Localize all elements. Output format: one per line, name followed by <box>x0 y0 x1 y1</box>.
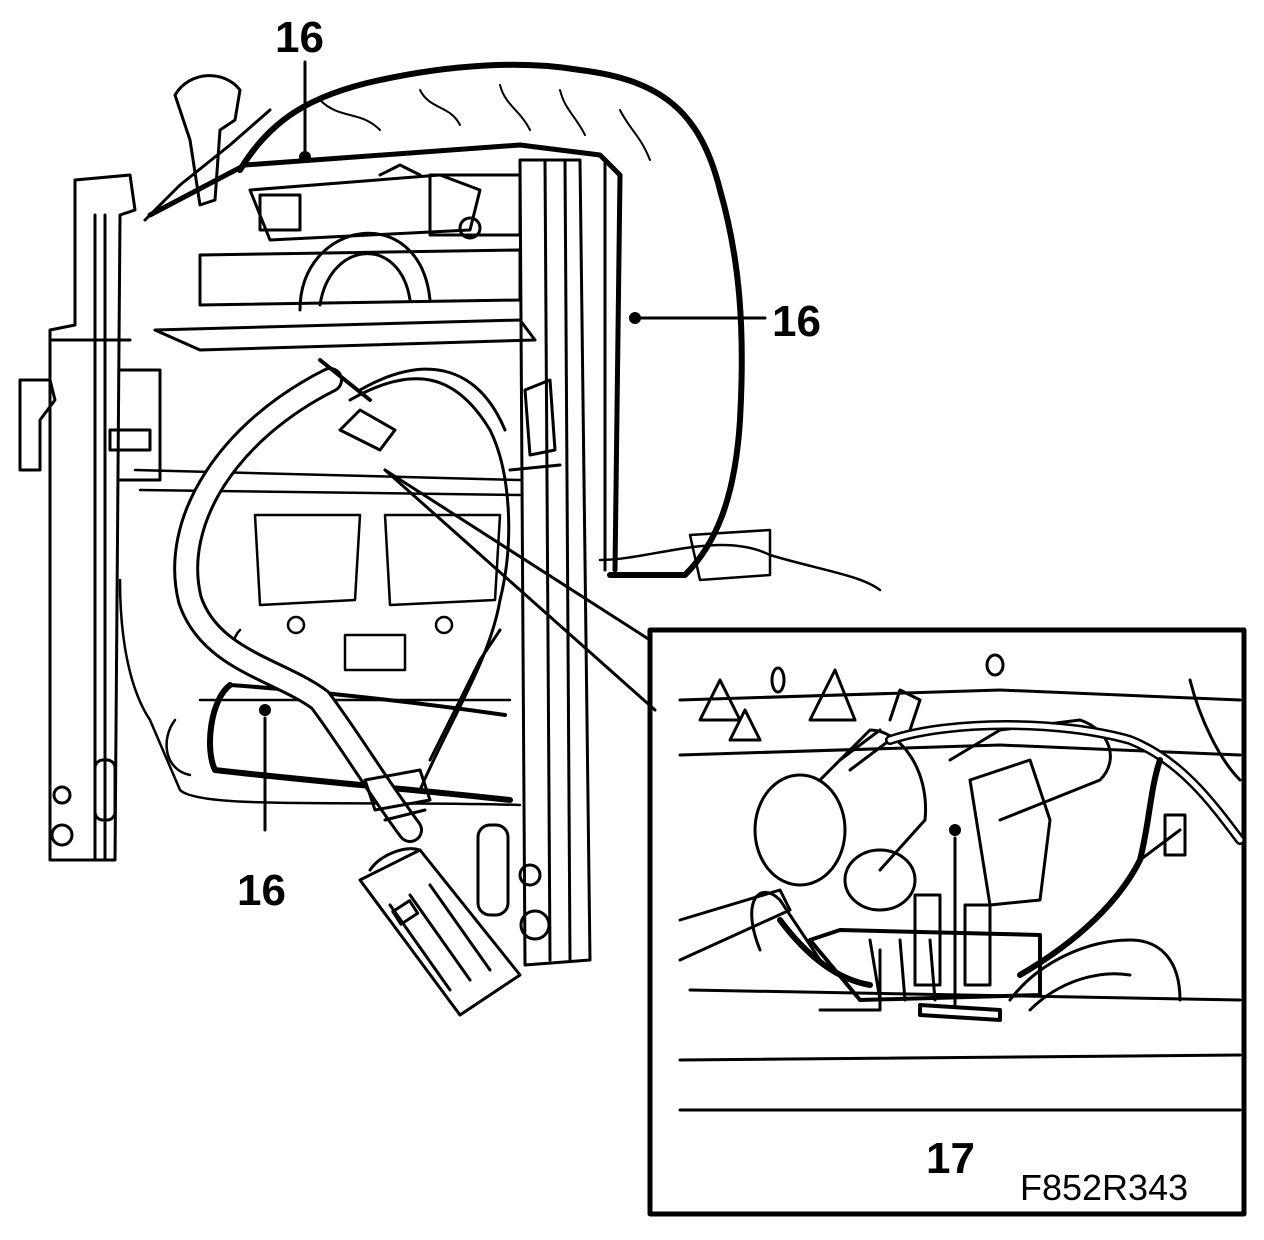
seat-heating-pad <box>165 682 513 803</box>
seat-base-structure <box>118 468 882 807</box>
seat-frame-left-rail <box>18 173 162 862</box>
detail-inset-frame <box>647 627 1247 1217</box>
inset-leader-lines <box>383 468 657 712</box>
seat-cover-outline <box>147 61 745 578</box>
callout-16-bottom: 16 <box>237 866 286 915</box>
headrest-frame <box>143 74 537 352</box>
seat-frame-right-rail <box>476 158 592 967</box>
wiring-harness <box>173 358 511 843</box>
callout-leaders <box>263 60 957 1007</box>
inset-detail <box>678 653 1245 1112</box>
harness-connector <box>358 847 522 1017</box>
callout-16-right: 16 <box>772 297 821 346</box>
callout-16-top: 16 <box>275 13 324 62</box>
figure-reference: F852R343 <box>1020 1167 1188 1208</box>
callout-17: 17 <box>926 1134 975 1183</box>
callout-dots <box>259 151 961 836</box>
